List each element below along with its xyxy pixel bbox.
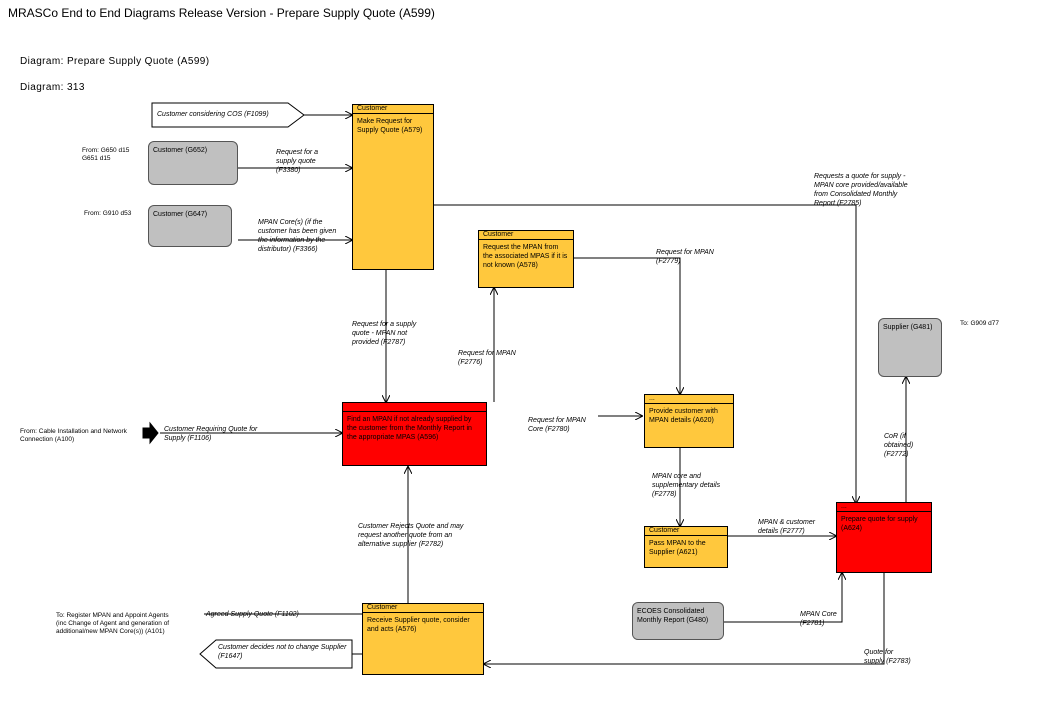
process-header: [343, 403, 486, 412]
flow-label-f1647: Customer decides not to change Supplier …: [218, 644, 347, 660]
flow-label-f2778: MPAN core and supplementary details (F27…: [652, 473, 721, 498]
process-provide-mpan[interactable]: ... Provide customer with MPAN details (…: [644, 394, 734, 448]
process-label: Provide customer with MPAN details (A620…: [649, 408, 718, 424]
flow-line-f2783: [484, 573, 885, 664]
ref-from-g910: From: G910 d53: [84, 210, 132, 217]
process-make-request[interactable]: Customer Make Request for Supply Quote (…: [352, 104, 434, 270]
process-pass-mpan[interactable]: Customer Pass MPAN to the Supplier (A621…: [644, 526, 728, 568]
flow-label-f2783: Quote for supply (F2783): [864, 649, 911, 665]
process-header: ...: [645, 395, 733, 404]
diagram-number: Diagram: 313: [20, 82, 85, 93]
ref-to-g909: To: G909 d77: [960, 320, 1000, 327]
ref-from-g650: From: G650 d15 G651 d15: [82, 147, 130, 162]
inbound-ref-arrow-icon: [142, 421, 159, 445]
outflow-arrow-not-change: [199, 639, 353, 669]
flow-label-f2782: Customer Rejects Quote and may request a…: [358, 523, 464, 548]
flow-label-f3380: Request for a supply quote (F3380): [276, 149, 319, 174]
flow-label-f3366: MPAN Core(s) (if the customer has been g…: [258, 219, 337, 253]
process-header: Customer: [363, 604, 483, 613]
flow-label-f2787: Request for a supply quote - MPAN not pr…: [352, 321, 417, 346]
flow-label-f2780: Request for MPAN Core (F2780): [528, 417, 586, 433]
process-header: Customer: [645, 527, 727, 536]
ref-from-cable-install: From: Cable Installation and Network Con…: [20, 428, 127, 443]
flow-line-f2785: [434, 204, 856, 503]
process-find-mpan[interactable]: Find an MPAN if not already supplied by …: [342, 402, 487, 466]
external-customer-g647[interactable]: Customer (G647): [148, 205, 232, 247]
process-label: Pass MPAN to the Supplier (A621): [649, 540, 706, 556]
external-supplier-g481[interactable]: Supplier (G481): [878, 318, 942, 377]
process-header: Customer: [353, 105, 433, 114]
process-label: Request the MPAN from the associated MPA…: [483, 244, 568, 269]
process-receive-quote[interactable]: Customer Receive Supplier quote, conside…: [362, 603, 484, 675]
flow-label-f1099: Customer considering COS (F1099): [157, 111, 269, 118]
process-request-mpan[interactable]: Customer Request the MPAN from the assoc…: [478, 230, 574, 288]
process-label: Find an MPAN if not already supplied by …: [347, 416, 472, 441]
inflow-arrow-cos: [151, 102, 305, 128]
process-label: Receive Supplier quote, consider and act…: [367, 617, 470, 633]
process-label: Make Request for Supply Quote (A579): [357, 118, 423, 134]
page-title: MRASCo End to End Diagrams Release Versi…: [8, 6, 435, 20]
external-customer-g652[interactable]: Customer (G652): [148, 141, 238, 185]
external-ecoes-report[interactable]: ECOES Consolidated Monthly Report (G480): [632, 602, 724, 640]
flow-line-f2779: [574, 257, 680, 394]
process-label: Prepare quote for supply (A624): [841, 516, 918, 532]
flow-line-f2781: [724, 573, 842, 623]
flow-label-f2777: MPAN & customer details (F2777): [758, 519, 816, 535]
flow-label-f2772: CoR (if obtained) (F2772): [884, 433, 914, 458]
flow-label-f2785: Requests a quote for supply - MPAN core …: [814, 173, 908, 207]
ref-to-register-mpan: To: Register MPAN and Appoint Agents (in…: [56, 612, 170, 635]
flow-label-f1106: Customer Requiring Quote for Supply (F11…: [164, 426, 258, 442]
flow-label-f2781: MPAN Core (F2781): [800, 611, 837, 627]
process-header: Customer: [479, 231, 573, 240]
flow-label-f2779: Request for MPAN (F2779): [656, 249, 714, 265]
flow-label-f2776: Request for MPAN (F2776): [458, 350, 516, 366]
diagram-name: Diagram: Prepare Supply Quote (A599): [20, 56, 210, 67]
flow-label-f1102: Agreed Supply Quote (F1102): [206, 611, 299, 618]
process-prepare-quote[interactable]: ... Prepare quote for supply (A624): [836, 502, 932, 573]
process-header: ...: [837, 503, 931, 512]
